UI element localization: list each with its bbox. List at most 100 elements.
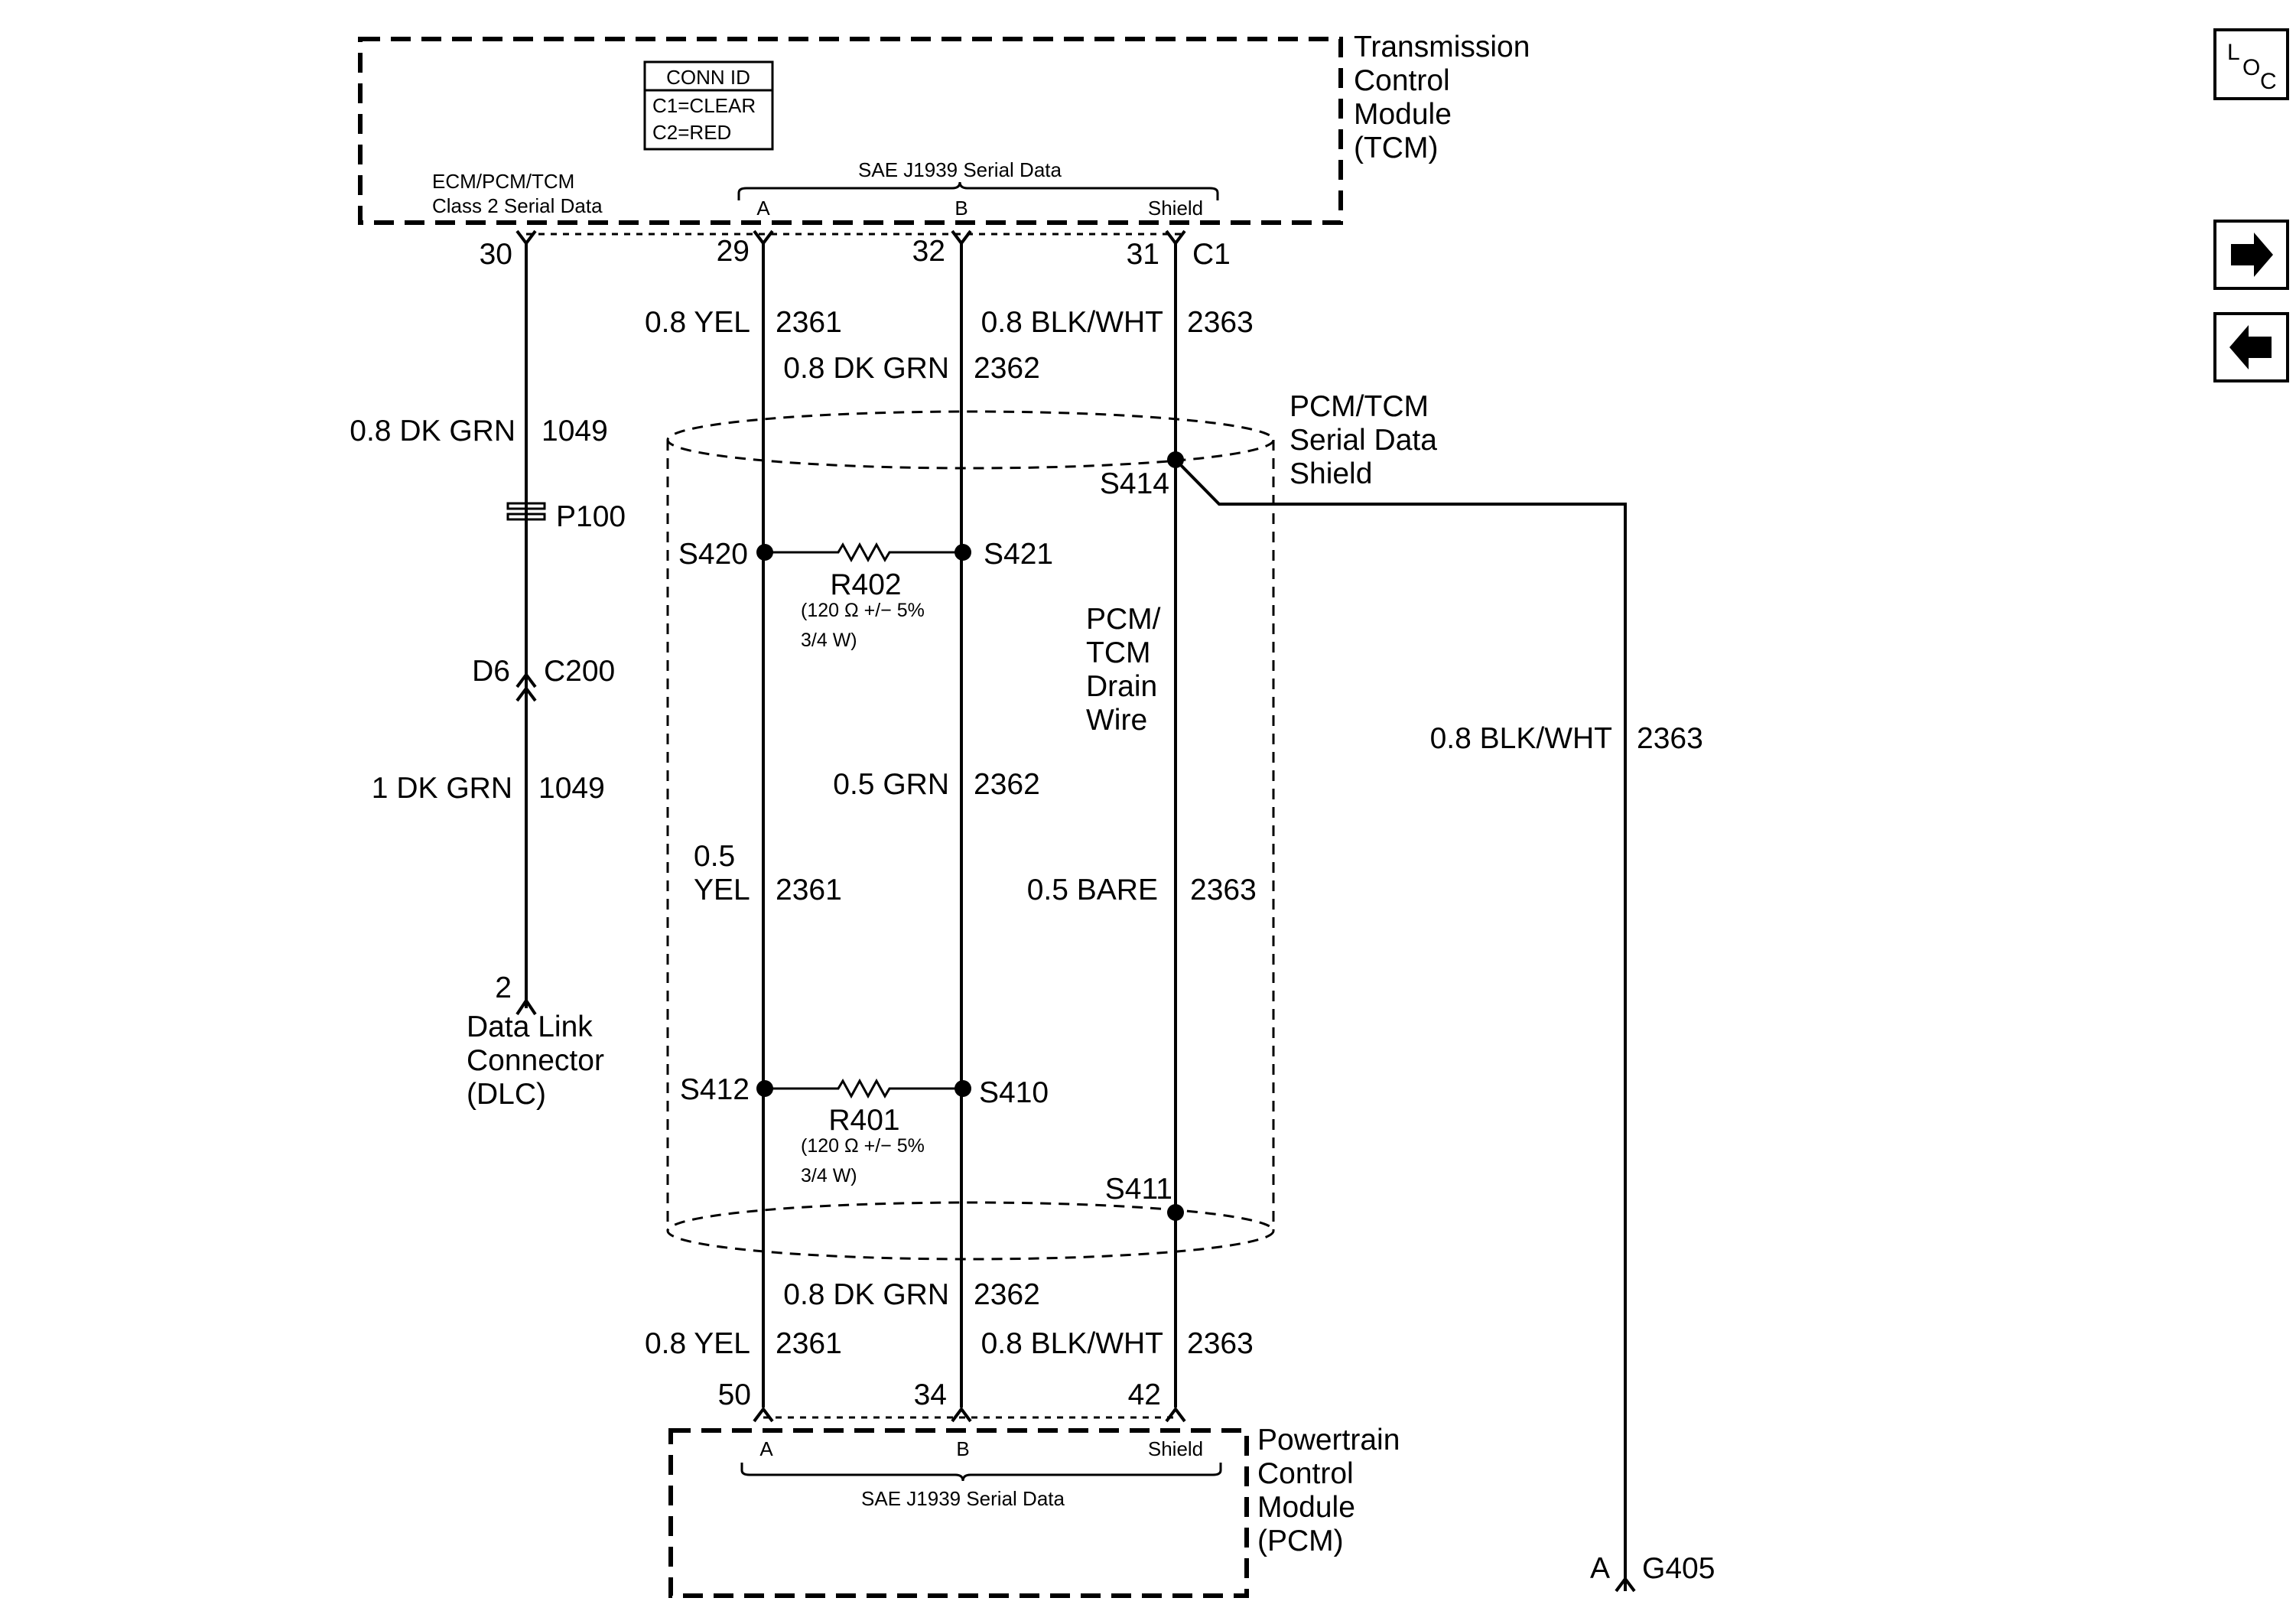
splice-s411	[1167, 1204, 1184, 1221]
svg-text:C: C	[2260, 69, 2277, 94]
j1939-top-pin-shield: Shield	[1148, 197, 1203, 220]
class2-lower-color: 1 DK GRN	[372, 772, 512, 805]
splice-s412-label: S412	[680, 1073, 750, 1106]
g405-pin-a: A	[1590, 1552, 1610, 1585]
c200-connector	[515, 672, 537, 702]
c200-pin-d6: D6	[472, 655, 510, 688]
pcm-pin-50: 50	[718, 1378, 751, 1411]
wire-bottom-yel-circuit: 2361	[776, 1327, 842, 1360]
wire-mid-grn-color: 0.5 GRN	[833, 768, 949, 801]
tcm-pin-31: 31	[1127, 238, 1159, 271]
wire-mid-yel-color-1: 0.5	[694, 840, 735, 873]
r402-spec-line-1: (120 Ω +/− 5%	[801, 600, 925, 621]
j1939-bottom-pin-shield: Shield	[1148, 1437, 1203, 1460]
drain-label-line-4: Wire	[1086, 704, 1147, 737]
wire-top-grn-circuit: 2362	[974, 352, 1040, 385]
shield-cylinder	[666, 410, 1275, 1261]
r402-spec-line-2: 3/4 W)	[801, 630, 857, 651]
class2-label-line-1: ECM/PCM/TCM	[432, 170, 574, 193]
p100-label: P100	[556, 500, 626, 533]
conn-id-table: CONN ID C1=CLEAR C2=RED	[643, 60, 774, 151]
pcm-title-line-4: (PCM)	[1257, 1525, 1344, 1557]
pcm-pin-42: 42	[1128, 1378, 1161, 1411]
arrow-right-icon[interactable]	[2213, 220, 2289, 290]
wire-top-blk-color: 0.8 BLK/WHT	[981, 306, 1163, 339]
pcm-title-line-2: Control	[1257, 1457, 1354, 1490]
j1939-bottom-label: SAE J1939 Serial Data	[861, 1487, 1065, 1510]
dlc-pin-2: 2	[495, 971, 512, 1004]
wire-bottom-grn-circuit: 2362	[974, 1278, 1040, 1311]
svg-text:O: O	[2242, 55, 2260, 80]
wire-mid-bare-circuit: 2363	[1190, 874, 1257, 906]
tcm-title-line-1: Transmission	[1354, 31, 1530, 63]
dlc-label-line-2: Connector	[467, 1044, 604, 1077]
loc-icon[interactable]: L O C	[2213, 28, 2289, 100]
wire-mid-yel-circuit: 2361	[776, 874, 842, 906]
tcm-title-line-3: Module	[1354, 98, 1452, 131]
svg-text:L: L	[2227, 40, 2240, 65]
dlc-connector	[515, 998, 537, 1016]
j1939-top-pin-b: B	[954, 197, 968, 220]
pcm-title-line-1: Powertrain	[1257, 1424, 1400, 1456]
tcm-pin-30: 30	[480, 238, 512, 271]
class2-upper-color: 0.8 DK GRN	[350, 415, 515, 447]
wire-bottom-grn-color: 0.8 DK GRN	[783, 1278, 949, 1311]
pcm-title-line-3: Module	[1257, 1491, 1355, 1524]
tcm-pin-32: 32	[912, 235, 945, 268]
pcm-module-outline	[668, 1428, 1249, 1598]
pcm-pin-marks	[753, 1406, 1186, 1423]
class2-upper-circuit: 1049	[541, 415, 608, 447]
class2-lower-circuit: 1049	[538, 772, 605, 805]
j1939-bottom-pin-a: A	[759, 1437, 773, 1460]
j1939-top-label: SAE J1939 Serial Data	[858, 158, 1062, 181]
splice-s421-label: S421	[984, 538, 1053, 571]
drain-label-line-3: Drain	[1086, 670, 1157, 703]
j1939-bracket-top: SAE J1939 Serial Data A B Shield	[737, 158, 1219, 220]
g405-ground	[1615, 1576, 1636, 1593]
j1939-bottom-pin-b: B	[956, 1437, 969, 1460]
drain-label-line-1: PCM/	[1086, 603, 1161, 636]
pcm-module: Powertrain Control Module (PCM) A B Shie…	[668, 1424, 1400, 1598]
shield-label-line-1: PCM/TCM	[1289, 390, 1429, 423]
conn-id-row-1: C1=CLEAR	[652, 94, 756, 117]
r401-spec-line-1: (120 Ω +/− 5%	[801, 1135, 925, 1157]
j1939-top-pin-a: A	[756, 197, 770, 220]
resistor-r401	[765, 1078, 963, 1099]
splice-s410-label: S410	[979, 1076, 1049, 1109]
tcm-pin-marks	[515, 229, 1186, 246]
dlc-label-line-1: Data Link	[467, 1011, 593, 1043]
p100-passthrough	[506, 496, 546, 526]
r401-spec-line-2: 3/4 W)	[801, 1165, 857, 1186]
tcm-module: Transmission Control Module (TCM) CONN I…	[358, 31, 1530, 236]
tcm-title-line-4: (TCM)	[1354, 132, 1438, 164]
splice-s414-label: S414	[1100, 467, 1169, 500]
arrow-left-icon[interactable]	[2213, 312, 2289, 382]
shield-label-line-3: Shield	[1289, 457, 1372, 490]
wire-mid-yel-color-2: YEL	[694, 874, 750, 906]
tcm-pin-29: 29	[717, 235, 750, 268]
c200-label: C200	[544, 655, 615, 688]
drain-label-line-2: TCM	[1086, 636, 1150, 669]
ground-wire-color: 0.8 BLK/WHT	[1430, 722, 1612, 755]
wire-mid-grn-circuit: 2362	[974, 768, 1040, 801]
ground-wire-circuit: 2363	[1637, 722, 1703, 755]
j1939-bracket-bottom: A B Shield SAE J1939 Serial Data	[740, 1437, 1222, 1510]
wire-bottom-blk-color: 0.8 BLK/WHT	[981, 1327, 1163, 1360]
conn-id-header: CONN ID	[666, 66, 750, 89]
g405-label: G405	[1642, 1552, 1715, 1585]
class2-label-line-2: Class 2 Serial Data	[432, 194, 603, 217]
tcm-module-outline	[358, 37, 1343, 225]
wire-top-blk-circuit: 2363	[1187, 306, 1254, 339]
wire-top-yel-circuit: 2361	[776, 306, 842, 339]
wire-ground-2363	[1174, 458, 1627, 1591]
wire-bottom-blk-circuit: 2363	[1187, 1327, 1254, 1360]
shield-label-line-2: Serial Data	[1289, 424, 1437, 457]
tcm-title-line-2: Control	[1354, 64, 1450, 97]
wire-top-yel-color: 0.8 YEL	[645, 306, 750, 339]
splice-s411-label: S411	[1105, 1173, 1172, 1206]
dlc-label-line-3: (DLC)	[467, 1078, 546, 1111]
wire-mid-bare-color: 0.5 BARE	[1027, 874, 1158, 906]
conn-id-row-2: C2=RED	[652, 121, 731, 144]
pcm-pin-34: 34	[914, 1378, 947, 1411]
